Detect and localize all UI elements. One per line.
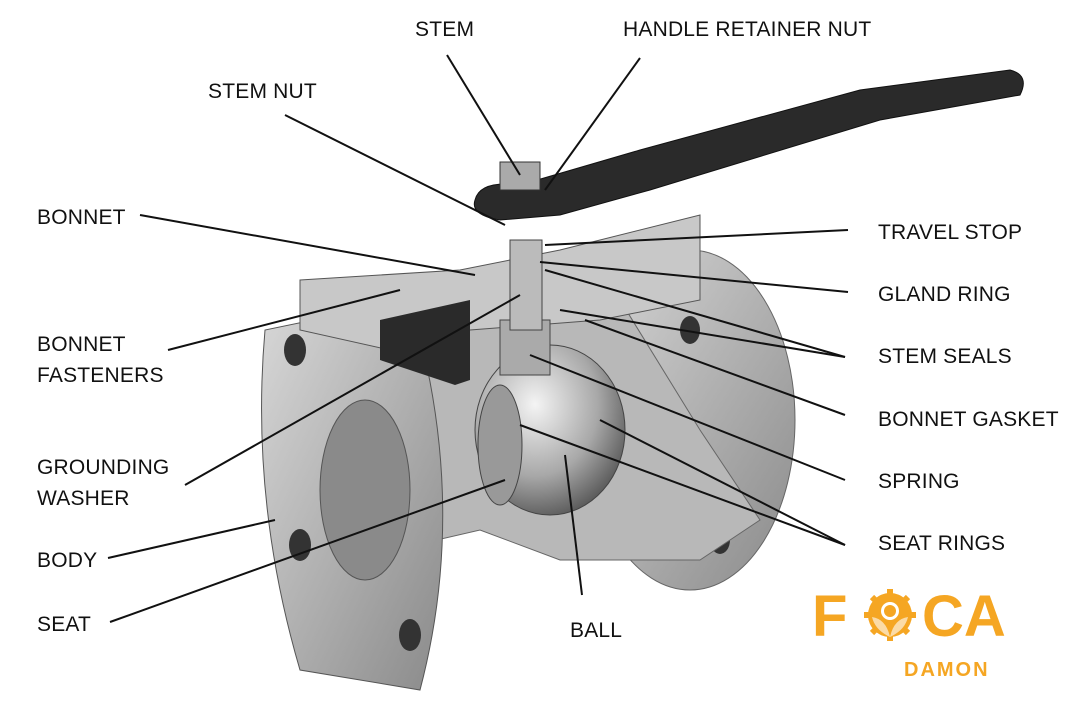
label-stem-seals: STEM SEALS bbox=[878, 345, 1012, 368]
leader-lines bbox=[107, 54, 849, 623]
label-bonnet-fasteners-line2: FASTENERS bbox=[37, 364, 164, 387]
svg-text:CA: CA bbox=[922, 584, 1006, 649]
label-bonnet: BONNET bbox=[37, 206, 126, 229]
label-spring: SPRING bbox=[878, 470, 960, 493]
label-grounding-washer-line1: GROUNDING bbox=[37, 456, 170, 479]
label-gland-ring: GLAND RING bbox=[878, 283, 1011, 306]
label-bonnet-gasket: BONNET GASKET bbox=[878, 408, 1059, 431]
gear-flower-icon bbox=[864, 589, 916, 641]
label-stem: STEM bbox=[415, 18, 475, 41]
label-ball: BALL bbox=[570, 619, 623, 642]
label-handle-retainer-nut: HANDLE RETAINER NUT bbox=[623, 18, 872, 41]
logo-graphic: F CA DAMON bbox=[812, 584, 1006, 681]
label-seat-rings: SEAT RINGS bbox=[878, 532, 1006, 555]
svg-text:F: F bbox=[812, 584, 847, 649]
label-grounding-washer: GROUNDING WASHER bbox=[37, 452, 169, 514]
label-grounding-washer-line2: WASHER bbox=[37, 487, 130, 510]
handle bbox=[473, 69, 1024, 221]
label-bonnet-fasteners-line1: BONNET bbox=[37, 333, 126, 356]
label-seat: SEAT bbox=[37, 613, 92, 636]
label-bonnet-fasteners: BONNET FASTENERS bbox=[37, 329, 164, 391]
svg-text:DAMON: DAMON bbox=[904, 659, 990, 681]
label-travel-stop: TRAVEL STOP bbox=[878, 221, 1023, 244]
foca-damon-logo: F CA DAMON bbox=[812, 584, 1027, 684]
label-body: BODY bbox=[37, 549, 98, 572]
label-stem-nut: STEM NUT bbox=[208, 80, 317, 103]
left-flange bbox=[261, 299, 444, 691]
